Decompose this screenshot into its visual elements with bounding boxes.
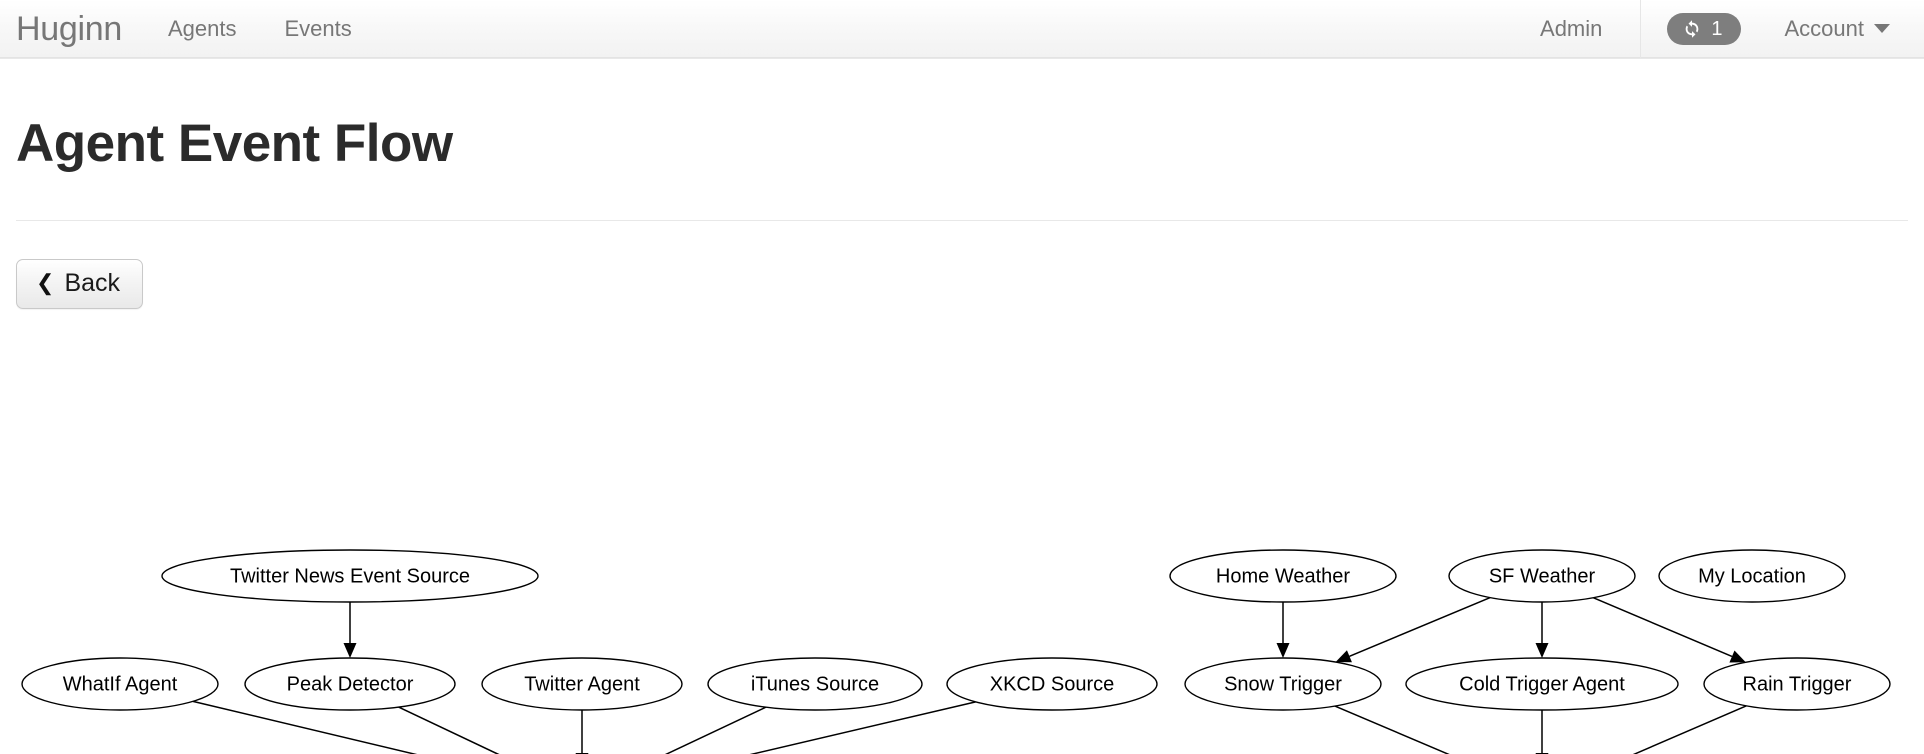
graph-node-peak-detector[interactable]: Peak Detector [244,657,456,711]
graph-edge [1632,705,1747,754]
primary-nav: Agents Events [144,0,376,58]
graph-edge [1334,705,1450,754]
node-label: SF Weather [1489,565,1596,587]
graph-edges [192,596,1747,754]
back-button-label: Back [64,268,121,297]
graph-node-home-weather[interactable]: Home Weather [1169,549,1397,603]
graph-node-cold-trigger-agent[interactable]: Cold Trigger Agent [1405,657,1679,711]
graph-edge [749,701,976,754]
chevron-left-icon: ❮ [36,270,55,296]
graph-nodes: Twitter News Event Source Home Weather SF … [21,549,1891,711]
refresh-icon [1681,18,1703,40]
node-shape [1658,549,1846,603]
nav-item-events[interactable]: Events [284,15,352,41]
graph-node-itunes-source[interactable]: iTunes Source [707,657,923,711]
node-label: My Location [1698,565,1806,587]
account-menu[interactable]: Account [1767,0,1924,58]
nav-item-admin[interactable]: Admin [1540,15,1603,41]
graph-node-whatif-agent[interactable]: WhatIf Agent [21,657,219,711]
title-divider [16,219,1908,221]
nav-divider [1640,0,1642,58]
node-label: Home Weather [1216,565,1350,587]
graph-edge [1535,710,1549,754]
graph-edge [1592,597,1746,663]
node-label: WhatIf Agent [63,673,178,695]
graph-node-twitter-news-event-source[interactable]: Twitter News Event Source [161,549,539,603]
arrow-head-icon [1729,650,1746,663]
nav-item-agents[interactable]: Agents [167,15,237,41]
node-shape [1169,549,1397,603]
node-label: XKCD Source [990,673,1115,695]
node-label: Rain Trigger [1743,673,1852,695]
graph-edge [192,700,418,754]
secondary-nav: Admin 1 Account [1502,0,1924,58]
graph-edge [575,710,589,754]
node-label: iTunes Source [751,673,879,695]
node-shape [21,657,219,711]
node-shape [1448,549,1636,603]
graph-edge [1335,596,1491,663]
graph-node-rain-trigger[interactable]: Rain Trigger [1703,657,1891,711]
node-label: Cold Trigger Agent [1459,673,1625,695]
graph-node-snow-trigger[interactable]: Snow Trigger [1184,657,1382,711]
node-shape [946,657,1158,711]
graph-node-xkcd-source[interactable]: XKCD Source [946,657,1158,711]
agent-event-flow-graph: Twitter News Event Source Home Weather SF … [0,446,1924,754]
chevron-down-icon [1874,24,1890,33]
arrow-head-icon [1276,643,1290,658]
graph-edge [1535,602,1549,658]
node-shape [1184,657,1382,711]
graph-canvas: Twitter News Event Source Home Weather SF … [21,549,1891,754]
graph-edge [343,602,357,658]
worker-status-badge[interactable]: 1 [1667,12,1741,45]
graph-edge [664,706,767,754]
graph-edge [1276,602,1290,658]
graph-node-my-location[interactable]: My Location [1658,549,1846,603]
node-label: Twitter News Event Source [230,565,470,587]
arrow-head-icon [1335,650,1352,663]
page-container: Agent Event Flow ❮ Back Twitter News Eve… [0,114,1924,754]
node-shape [244,657,456,711]
node-shape [707,657,923,711]
back-button[interactable]: ❮ Back [16,258,144,309]
worker-status-cell: 1 [1641,0,1766,58]
node-shape [481,657,683,711]
node-label: Snow Trigger [1224,673,1342,695]
graph-edge [398,706,500,754]
arrow-head-icon [343,643,357,658]
arrow-head-icon [1535,643,1549,658]
account-menu-label: Account [1784,15,1865,41]
node-shape [1405,657,1679,711]
node-label: Peak Detector [287,673,414,695]
top-navbar: Huginn Agents Events Admin 1 Account [0,0,1924,59]
page-title: Agent Event Flow [16,114,453,173]
node-shape [1703,657,1891,711]
node-label: Twitter Agent [524,673,640,695]
node-shape [161,549,539,603]
graph-node-sf-weather[interactable]: SF Weather [1448,549,1636,603]
graph-node-twitter-agent[interactable]: Twitter Agent [481,657,683,711]
brand-logo[interactable]: Huginn [16,9,122,48]
worker-status-count: 1 [1711,17,1723,40]
